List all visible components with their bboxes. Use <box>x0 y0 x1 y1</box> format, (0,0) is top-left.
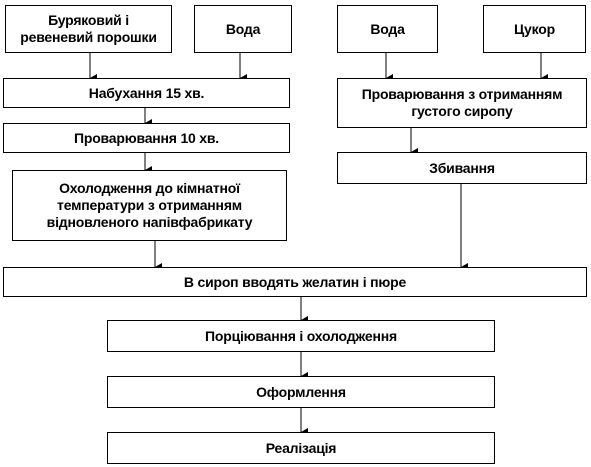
node-sugar: Цукор <box>483 5 586 53</box>
node-label: Реалізація <box>265 439 337 456</box>
node-beet-rhubarb-powder: Буряковий і ревеневий порошки <box>5 5 172 53</box>
node-label: Проварювання з отриманням густого сиропу <box>361 86 563 119</box>
node-label: Порціювання і охолодження <box>205 327 397 344</box>
node-water-left: Вода <box>194 5 292 53</box>
node-label: Вода <box>370 20 405 37</box>
node-boiling-10min: Проварювання 10 хв. <box>3 123 290 153</box>
node-whipping: Збивання <box>337 152 587 184</box>
node-label: Набухання 15 хв. <box>88 84 205 101</box>
node-swelling: Набухання 15 хв. <box>3 78 290 108</box>
node-label: Буряковий і ревеневий порошки <box>20 12 157 45</box>
node-boiling-syrup: Проварювання з отриманням густого сиропу <box>337 78 587 128</box>
node-cooling: Охолодження до кімнатної температури з о… <box>12 170 287 241</box>
node-label: Цукор <box>514 20 555 37</box>
node-label: Збивання <box>429 159 495 176</box>
node-label: Проварювання 10 хв. <box>73 129 219 146</box>
node-label: Вода <box>225 20 261 37</box>
node-add-gelatin-puree: В сироп вводять желатин і пюре <box>3 267 587 297</box>
node-water-right: Вода <box>337 5 438 53</box>
node-sale: Реалізація <box>107 432 495 464</box>
node-decoration: Оформлення <box>107 376 495 408</box>
node-label: Оформлення <box>256 383 346 400</box>
node-label: Охолодження до кімнатної температури з о… <box>46 180 253 230</box>
node-portioning-cooling: Порціювання і охолодження <box>107 320 495 352</box>
node-label: В сироп вводять желатин і пюре <box>183 273 407 290</box>
